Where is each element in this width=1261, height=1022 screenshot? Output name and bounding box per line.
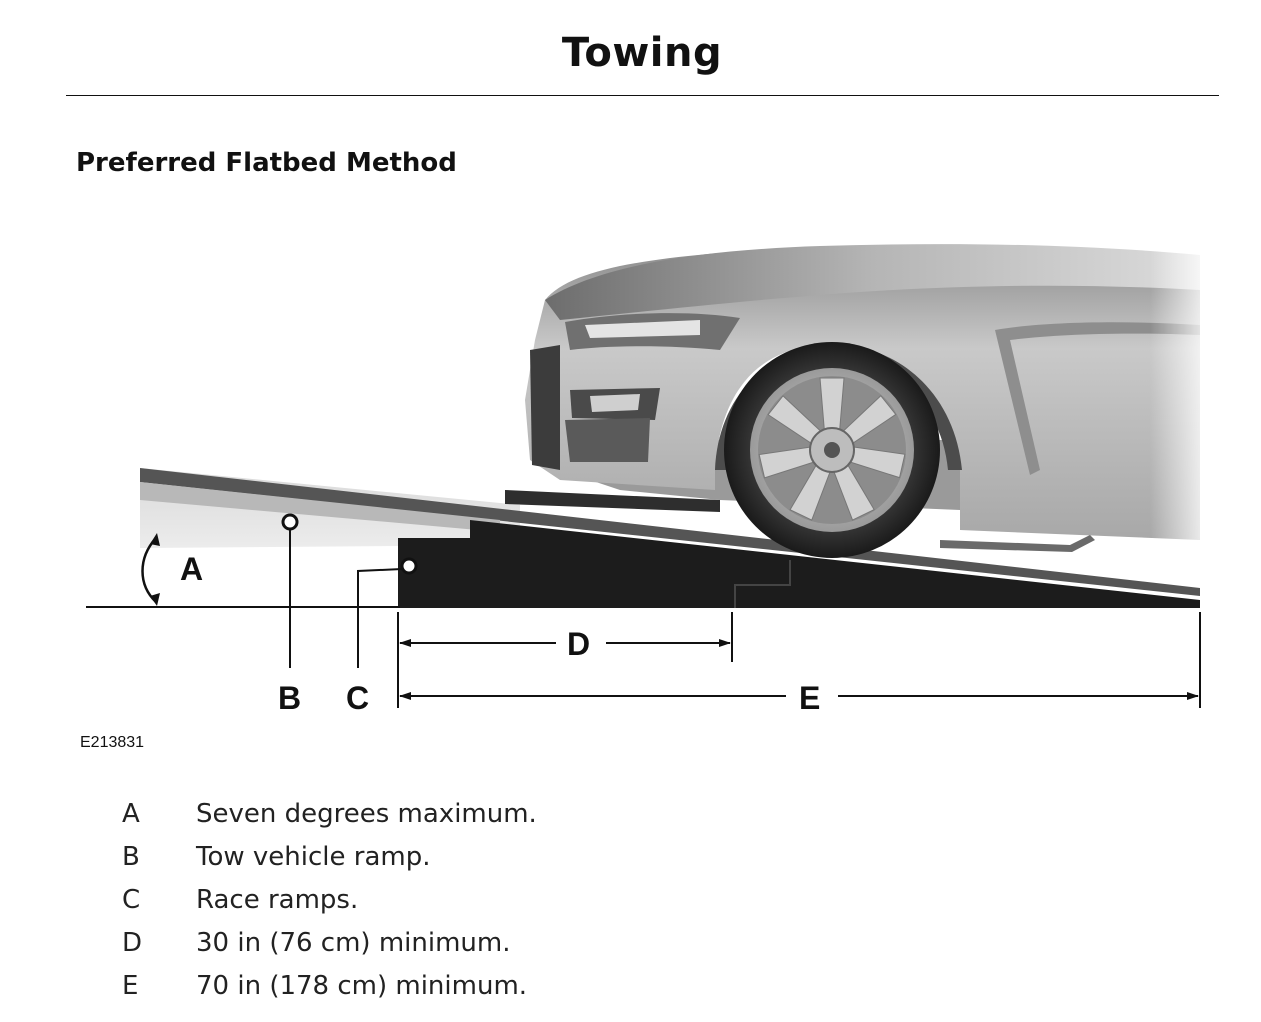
callout-c-dot <box>400 557 418 575</box>
towing-illustration: A B C D E <box>86 240 1210 716</box>
legend-item: D 30 in (76 cm) minimum. <box>122 921 537 964</box>
legend-text: Tow vehicle ramp. <box>196 841 431 872</box>
section-heading: Preferred Flatbed Method <box>76 148 457 178</box>
legend-letter: E <box>122 970 139 1001</box>
legend-item: B Tow vehicle ramp. <box>122 835 537 878</box>
legend-item: E 70 in (178 cm) minimum. <box>122 964 537 1007</box>
label-d: D <box>567 626 590 662</box>
label-e: E <box>799 680 820 716</box>
label-c: C <box>346 680 369 716</box>
dimension-d <box>397 612 733 662</box>
page-title: Towing <box>561 30 723 76</box>
legend-text: Race ramps. <box>196 884 359 915</box>
race-ramps <box>398 520 1200 608</box>
tow-vehicle-ramp <box>140 468 1200 596</box>
legend-letter: C <box>122 884 141 915</box>
legend-text: Seven degrees maximum. <box>196 798 537 829</box>
legend-letter: A <box>122 798 140 829</box>
figure-id: E213831 <box>80 734 145 751</box>
title-divider <box>66 95 1219 96</box>
callout-b-dot <box>281 513 299 531</box>
legend-letter: B <box>122 841 140 872</box>
front-wheel <box>724 342 940 558</box>
angle-indicator <box>141 533 160 606</box>
figure-legend: A Seven degrees maximum. B Tow vehicle r… <box>122 792 537 1007</box>
legend-item: A Seven degrees maximum. <box>122 792 537 835</box>
car-illustration <box>505 240 1210 560</box>
legend-text: 30 in (76 cm) minimum. <box>196 927 511 958</box>
label-a: A <box>180 551 203 587</box>
legend-letter: D <box>122 927 143 958</box>
legend-text: 70 in (178 cm) minimum. <box>196 970 528 1001</box>
label-b: B <box>278 680 301 716</box>
legend-item: C Race ramps. <box>122 878 537 921</box>
dimension-e <box>397 612 1201 708</box>
